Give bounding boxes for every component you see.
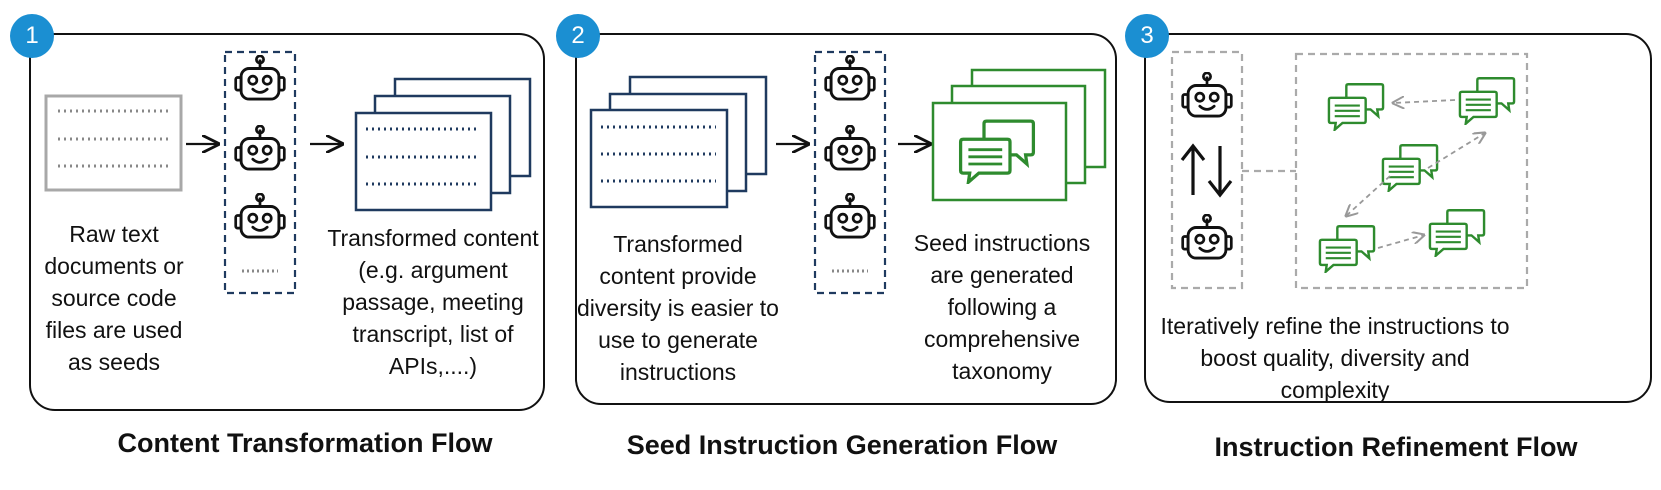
robot-icon — [234, 55, 286, 101]
flow-title-content-transformation: Content Transformation Flow — [117, 428, 493, 458]
chat-bubbles-icon — [1458, 77, 1516, 125]
robot-icon — [824, 193, 876, 239]
robot-icon — [1181, 72, 1233, 118]
robot-icon — [1181, 214, 1233, 260]
robot-icon — [824, 125, 876, 171]
chat-bubbles-icon — [1318, 225, 1376, 273]
transformed-content-diversity-caption: Transformed content provide diversity is… — [577, 231, 779, 385]
robot-icon — [234, 193, 286, 239]
document-stack-icon — [589, 75, 768, 209]
step-badge-2: 2 — [556, 14, 600, 58]
raw-documents-caption: Raw text documents or source code files … — [44, 221, 184, 375]
document-stack-icon — [354, 77, 532, 212]
swap-arrows-icon — [1180, 143, 1233, 198]
transformed-content-caption: Transformed content (e.g. argument passa… — [327, 225, 539, 379]
seed-instructions-caption: Seed instructions are generated followin… — [913, 230, 1091, 384]
flow-title-instruction-refinement: Instruction Refinement Flow — [1214, 432, 1578, 462]
robot-icon — [234, 125, 286, 171]
document-icon — [44, 94, 183, 192]
instruction-stack-icon — [931, 68, 1107, 202]
robot-icon — [824, 55, 876, 101]
chat-bubbles-icon — [1327, 83, 1385, 131]
chat-bubbles-icon — [1428, 209, 1486, 257]
step-badge-3: 3 — [1125, 14, 1169, 58]
step-badge-1: 1 — [10, 14, 54, 58]
flow-title-seed-instruction: Seed Instruction Generation Flow — [626, 430, 1058, 460]
refinement-caption: Iteratively refine the instructions to b… — [1160, 313, 1510, 403]
